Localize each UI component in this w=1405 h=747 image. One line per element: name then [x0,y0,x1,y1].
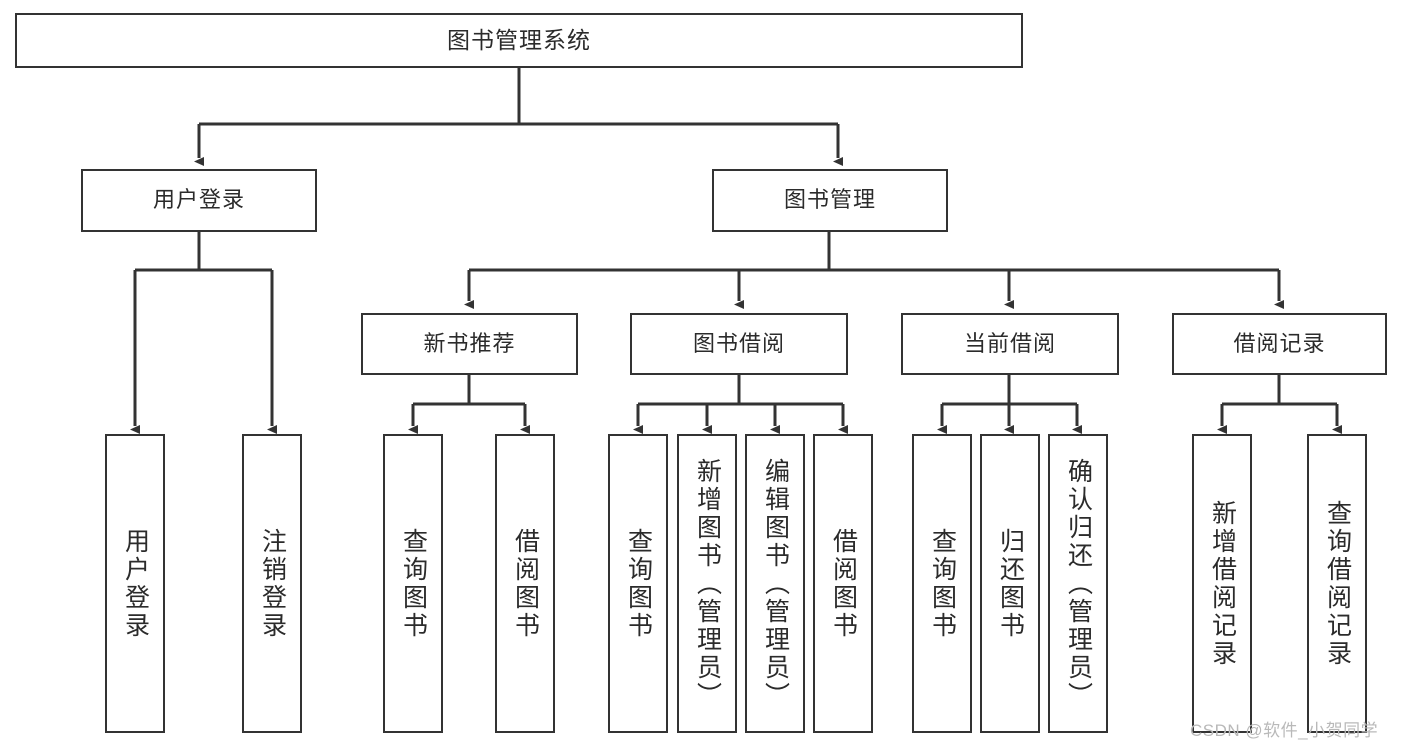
node-book-management-system[interactable]: 图书管理系统 [15,13,1023,68]
node-leaf-query-book-3[interactable]: 查询图书 [912,434,972,733]
node-label: 借阅图书 [511,527,540,640]
node-label: 图书管理 [783,187,876,213]
node-leaf-query-record[interactable]: 查询借阅记录 [1307,434,1367,733]
node-leaf-query-book-2[interactable]: 查询图书 [608,434,668,733]
node-label: 借阅图书 [829,527,858,640]
node-label: 注销登录 [258,527,287,640]
node-book-borrow[interactable]: 图书借阅 [630,313,848,375]
node-label: 查询借阅记录 [1323,499,1352,668]
node-label: 图书借阅 [692,330,785,356]
node-label: 用户登录 [121,527,150,640]
node-leaf-borrow-book-2[interactable]: 借阅图书 [813,434,873,733]
node-label: 借阅记录 [1233,330,1326,356]
node-label: 新增图书（管理员） [693,457,722,710]
node-borrow-record[interactable]: 借阅记录 [1172,313,1387,375]
node-label: 用户登录 [152,187,245,213]
node-label: 当前借阅 [963,330,1056,356]
node-leaf-edit-book[interactable]: 编辑图书（管理员） [745,434,805,733]
node-label: 查询图书 [928,527,957,640]
node-leaf-query-book-1[interactable]: 查询图书 [383,434,443,733]
node-leaf-logout-login[interactable]: 注销登录 [242,434,302,733]
node-leaf-borrow-book-1[interactable]: 借阅图书 [495,434,555,733]
node-label: 新增借阅记录 [1208,499,1237,668]
node-leaf-add-book[interactable]: 新增图书（管理员） [677,434,737,733]
node-leaf-add-record[interactable]: 新增借阅记录 [1192,434,1252,733]
node-leaf-confirm-return[interactable]: 确认归还（管理员） [1048,434,1108,733]
node-label: 图书管理系统 [447,27,591,54]
node-label: 新书推荐 [423,330,516,356]
node-user-login[interactable]: 用户登录 [81,169,317,232]
node-leaf-return-book[interactable]: 归还图书 [980,434,1040,733]
node-label: 确认归还（管理员） [1064,457,1093,710]
node-label: 查询图书 [624,527,653,640]
watermark-text: CSDN @软件_小贺同学 [1190,721,1379,740]
node-new-book-recommend[interactable]: 新书推荐 [361,313,578,375]
node-leaf-user-login[interactable]: 用户登录 [105,434,165,733]
node-label: 编辑图书（管理员） [761,457,790,710]
node-label: 归还图书 [996,527,1025,640]
node-book-management[interactable]: 图书管理 [712,169,948,232]
node-label: 查询图书 [399,527,428,640]
node-current-borrow[interactable]: 当前借阅 [901,313,1119,375]
